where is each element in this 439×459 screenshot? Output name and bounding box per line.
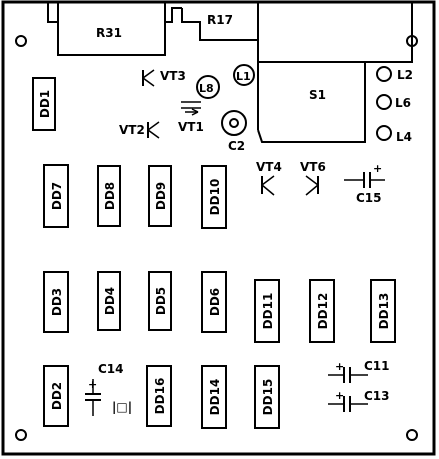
chip-dd7: DD7 xyxy=(43,164,69,228)
svg-text:DD13: DD13 xyxy=(377,293,391,330)
chip-dd4: DD4 xyxy=(97,271,121,331)
svg-text:|□|: |□| xyxy=(112,400,132,414)
coil-l4: L4 xyxy=(376,125,412,144)
mount-hole-bottom-right xyxy=(406,429,418,441)
svg-text:DD3: DD3 xyxy=(50,288,64,316)
svg-text:DD6: DD6 xyxy=(208,288,222,316)
quartz-crystal: |□| xyxy=(112,400,132,414)
transistor-vt2: VT2 xyxy=(119,121,160,139)
svg-text:C13: C13 xyxy=(364,389,390,403)
top-block xyxy=(47,2,413,143)
resistor-r17-label: R17 xyxy=(207,13,233,27)
svg-text:DD7: DD7 xyxy=(50,182,64,210)
svg-text:L2: L2 xyxy=(397,68,413,82)
svg-text:DD9: DD9 xyxy=(154,182,168,210)
svg-text:DD5: DD5 xyxy=(154,287,168,315)
chip-dd16: DD16 xyxy=(146,365,172,427)
transistor-vt6: VT6 xyxy=(300,160,326,196)
transistor-vt3: VT3 xyxy=(142,69,186,87)
chip-dd3: DD3 xyxy=(43,271,69,333)
svg-text:DD16: DD16 xyxy=(153,378,167,415)
chip-dd1: DD1 xyxy=(32,77,56,131)
switch-s1: S1 xyxy=(309,88,326,102)
chip-dd10: DD10 xyxy=(201,165,227,229)
chip-dd14: DD14 xyxy=(201,365,227,429)
coil-l1: L1 xyxy=(233,64,255,86)
svg-text:+: + xyxy=(88,378,97,391)
svg-text:VT2: VT2 xyxy=(119,123,145,137)
svg-text:+: + xyxy=(335,360,344,373)
svg-text:DD10: DD10 xyxy=(208,179,222,216)
coil-l2: L2 xyxy=(376,66,413,82)
svg-text:DD15: DD15 xyxy=(261,379,275,416)
svg-text:DD4: DD4 xyxy=(103,287,117,315)
chip-dd15: DD15 xyxy=(254,365,280,429)
svg-text:DD8: DD8 xyxy=(103,182,117,210)
chip-dd11: DD11 xyxy=(254,279,280,343)
capacitor-c2: C2 xyxy=(221,110,247,153)
chip-dd6: DD6 xyxy=(201,271,227,333)
svg-text:DD14: DD14 xyxy=(208,379,222,416)
coil-l8: L8 xyxy=(196,75,220,99)
svg-text:VT3: VT3 xyxy=(160,69,186,83)
transistor-vt1: VT1 xyxy=(178,101,204,134)
svg-text:L1: L1 xyxy=(236,70,251,83)
capacitor-c14: + C14 xyxy=(85,362,124,416)
chip-dd13: DD13 xyxy=(370,279,396,343)
chip-dd9: DD9 xyxy=(148,165,172,227)
capacitor-c13: + C13 xyxy=(328,389,390,412)
resistor-r31: R31 xyxy=(96,26,122,40)
svg-text:VT6: VT6 xyxy=(300,160,326,174)
svg-text:L8: L8 xyxy=(199,82,214,95)
chip-dd8: DD8 xyxy=(97,165,121,227)
svg-text:VT4: VT4 xyxy=(256,160,282,174)
resistor-r17: R17 xyxy=(207,13,233,27)
chip-dd2: DD2 xyxy=(43,365,69,427)
svg-text:DD1: DD1 xyxy=(38,90,52,118)
capacitor-c15: + C15 xyxy=(344,162,385,205)
svg-text:DD12: DD12 xyxy=(316,293,330,330)
svg-text:DD2: DD2 xyxy=(50,382,64,410)
svg-text:VT1: VT1 xyxy=(178,120,204,134)
mount-hole-top-left xyxy=(15,35,27,47)
svg-text:C2: C2 xyxy=(228,139,245,153)
svg-text:C14: C14 xyxy=(98,362,124,376)
transistor-vt4: VT4 xyxy=(256,160,282,196)
svg-text:L6: L6 xyxy=(395,96,411,110)
capacitor-c11: + C11 xyxy=(328,359,390,383)
svg-text:+: + xyxy=(373,162,382,175)
svg-text:DD11: DD11 xyxy=(261,293,275,330)
svg-text:C15: C15 xyxy=(356,191,382,205)
chip-dd12: DD12 xyxy=(309,279,335,343)
coil-l6: L6 xyxy=(376,94,411,110)
mount-hole-bottom-left xyxy=(15,429,27,441)
switch-s1-label: S1 xyxy=(309,88,326,102)
resistor-r31-label: R31 xyxy=(96,26,122,40)
svg-text:+: + xyxy=(335,389,344,402)
svg-text:C11: C11 xyxy=(364,359,390,373)
chip-dd5: DD5 xyxy=(148,271,172,331)
svg-text:L4: L4 xyxy=(396,130,412,144)
